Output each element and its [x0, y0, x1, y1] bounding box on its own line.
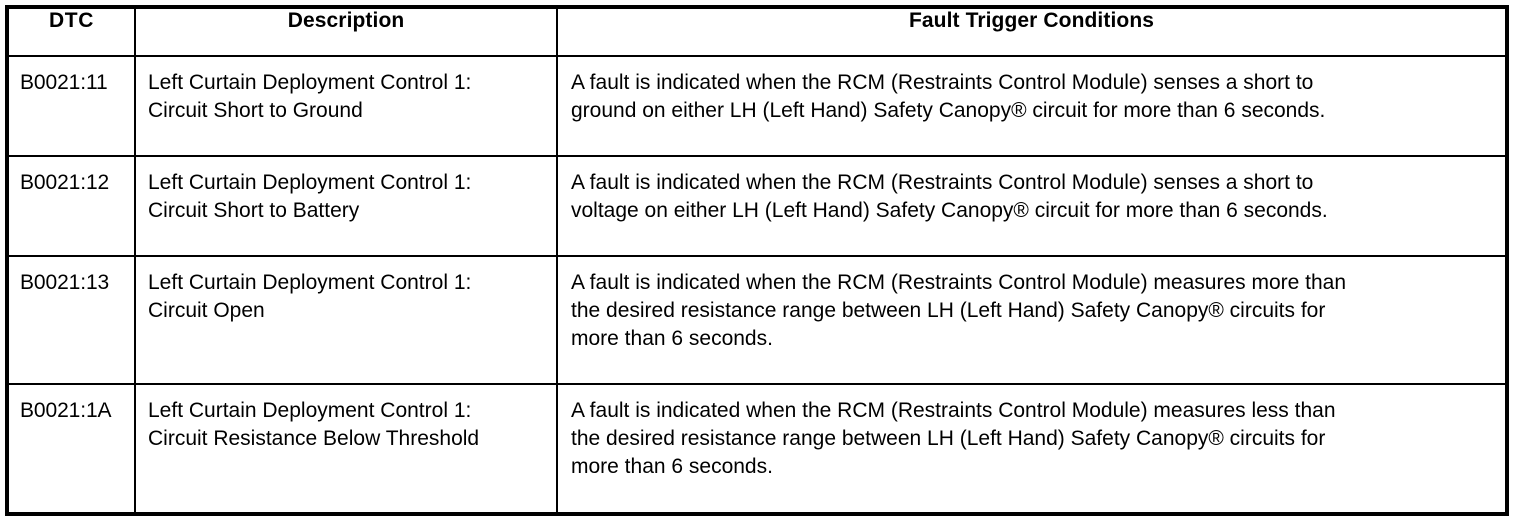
cell-fault-trigger-conditions: A fault is indicated when the RCM (Restr…	[556, 255, 1508, 385]
conditions-line-1: A fault is indicated when the RCM (Restr…	[571, 71, 1314, 94]
description-line-2: Circuit Open	[148, 299, 265, 322]
description-line-1: Left Curtain Deployment Control 1:	[148, 171, 472, 194]
table-row: B0021:12 Left Curtain Deployment Control…	[6, 155, 1508, 257]
column-header-dtc: DTC	[6, 6, 136, 57]
conditions-line-2: the desired resistance range between LH …	[571, 299, 1326, 322]
table-body: B0021:11 Left Curtain Deployment Control…	[6, 55, 1508, 515]
column-header-fault-trigger-conditions: Fault Trigger Conditions	[556, 6, 1508, 57]
description-line-2: Circuit Resistance Below Threshold	[148, 427, 480, 450]
cell-fault-trigger-conditions: A fault is indicated when the RCM (Restr…	[556, 155, 1508, 257]
cell-description: Left Curtain Deployment Control 1: Circu…	[134, 255, 558, 385]
conditions-line-2: the desired resistance range between LH …	[571, 427, 1326, 450]
conditions-line-2: ground on either LH (Left Hand) Safety C…	[571, 99, 1326, 122]
conditions-line-3: more than 6 seconds.	[571, 327, 773, 350]
conditions-line-1: A fault is indicated when the RCM (Restr…	[571, 271, 1347, 294]
cell-fault-trigger-conditions: A fault is indicated when the RCM (Restr…	[556, 383, 1508, 515]
conditions-line-1: A fault is indicated when the RCM (Restr…	[571, 171, 1314, 194]
table-row: B0021:1A Left Curtain Deployment Control…	[6, 383, 1508, 515]
column-header-description: Description	[134, 6, 558, 57]
description-line-2: Circuit Short to Battery	[148, 199, 360, 222]
conditions-line-1: A fault is indicated when the RCM (Restr…	[571, 399, 1336, 422]
conditions-line-2: voltage on either LH (Left Hand) Safety …	[571, 199, 1328, 222]
cell-description: Left Curtain Deployment Control 1: Circu…	[134, 55, 558, 157]
dtc-fault-trigger-conditions-table: DTC Description Fault Trigger Conditions…	[5, 5, 1509, 516]
cell-fault-trigger-conditions: A fault is indicated when the RCM (Restr…	[556, 55, 1508, 157]
description-line-2: Circuit Short to Ground	[148, 99, 363, 122]
description-line-1: Left Curtain Deployment Control 1:	[148, 71, 472, 94]
conditions-line-3: more than 6 seconds.	[571, 455, 773, 478]
cell-description: Left Curtain Deployment Control 1: Circu…	[134, 383, 558, 515]
cell-dtc-code: B0021:11	[6, 55, 136, 157]
description-line-1: Left Curtain Deployment Control 1:	[148, 271, 472, 294]
table-header: DTC Description Fault Trigger Conditions	[6, 6, 1508, 57]
table-row: B0021:11 Left Curtain Deployment Control…	[6, 55, 1508, 157]
cell-dtc-code: B0021:12	[6, 155, 136, 257]
description-line-1: Left Curtain Deployment Control 1:	[148, 399, 472, 422]
cell-dtc-code: B0021:1A	[6, 383, 136, 515]
table-row: B0021:13 Left Curtain Deployment Control…	[6, 255, 1508, 385]
cell-description: Left Curtain Deployment Control 1: Circu…	[134, 155, 558, 257]
cell-dtc-code: B0021:13	[6, 255, 136, 385]
document-page: DTC Description Fault Trigger Conditions…	[5, 5, 1509, 516]
table-header-row: DTC Description Fault Trigger Conditions	[6, 6, 1508, 57]
